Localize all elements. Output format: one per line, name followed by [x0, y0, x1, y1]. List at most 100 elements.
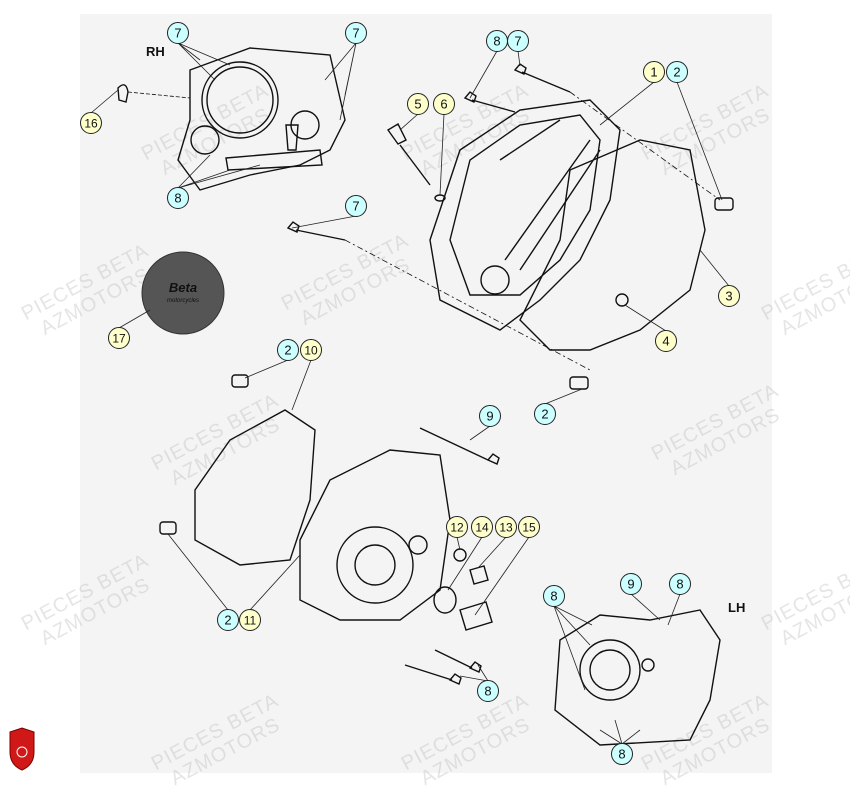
part-17-beta-cover: Beta motorcycles: [141, 251, 225, 335]
callout-9: 9: [620, 573, 642, 595]
callout-circle: [477, 680, 499, 702]
lh-side-label: LH: [728, 600, 746, 615]
callout-circle: [239, 609, 261, 631]
callout-8: 8: [486, 30, 508, 52]
callout-number: 7: [514, 34, 521, 49]
callout-circle: [507, 30, 529, 52]
callout-circle: [277, 339, 299, 361]
callout-circle: [167, 22, 189, 44]
dowel: [714, 197, 734, 211]
clutch-cover: [429, 99, 621, 331]
callout-circle: [479, 405, 501, 427]
callout-10: 10: [300, 339, 322, 361]
dowel: [569, 376, 589, 390]
callout-circle: [167, 187, 189, 209]
callout-number: 7: [352, 26, 359, 41]
callout-circle: [518, 516, 540, 538]
callout-number: 3: [725, 289, 732, 304]
callout-8: 8: [611, 743, 633, 765]
callout-2: 2: [277, 339, 299, 361]
callout-number: 8: [484, 684, 491, 699]
callout-circle: [534, 403, 556, 425]
rh-cover-gasket: [177, 47, 346, 191]
callout-6: 6: [433, 93, 455, 115]
callout-number: 12: [450, 521, 464, 535]
callout-number: 8: [676, 577, 683, 592]
callout-number: 7: [352, 199, 359, 214]
callout-number: 5: [414, 97, 421, 112]
callout-circle: [300, 339, 322, 361]
callout-7: 7: [167, 22, 189, 44]
callout-circle: [495, 516, 517, 538]
callout-number: 10: [304, 344, 318, 358]
callout-number: 2: [224, 613, 231, 628]
callout-circle: [718, 285, 740, 307]
callout-number: 2: [541, 407, 548, 422]
callout-circle: [643, 61, 665, 83]
callout-3: 3: [718, 285, 740, 307]
beta-logo-text: Beta: [169, 280, 197, 295]
part-4-seal: [615, 293, 629, 307]
callout-number: 17: [112, 332, 126, 346]
callout-circle: [471, 516, 493, 538]
callout-circle: [433, 93, 455, 115]
callout-number: 6: [440, 97, 447, 112]
callout-8: 8: [477, 680, 499, 702]
callout-number: 15: [522, 521, 536, 535]
clutch-cover-gasket: [519, 139, 706, 351]
callout-12: 12: [446, 516, 468, 538]
callout-circle: [217, 609, 239, 631]
callout-number: 2: [284, 343, 291, 358]
callout-circle: [620, 573, 642, 595]
dowel: [159, 521, 177, 535]
callout-circle: [407, 93, 429, 115]
callout-circle: [655, 330, 677, 352]
callout-1: 1: [643, 61, 665, 83]
part-5-sensor: [386, 123, 431, 186]
callout-circle: [80, 112, 102, 134]
callout-circle: [345, 22, 367, 44]
callout-8: 8: [543, 585, 565, 607]
callout-14: 14: [471, 516, 493, 538]
flywheel-cover: [299, 449, 451, 621]
callout-circle: [446, 516, 468, 538]
callout-circle: [666, 61, 688, 83]
callout-number: 13: [499, 521, 513, 535]
callout-15: 15: [518, 516, 540, 538]
bolts: [286, 63, 571, 685]
callout-number: 9: [486, 409, 493, 424]
part-16-fitting: [117, 84, 129, 103]
callout-5: 5: [407, 93, 429, 115]
callout-number: 9: [627, 577, 634, 592]
beta-logo-subtext: motorcycles: [167, 298, 199, 304]
callout-number: 1: [650, 65, 657, 80]
callout-7: 7: [345, 22, 367, 44]
callout-number: 11: [244, 614, 257, 628]
callout-8: 8: [167, 187, 189, 209]
callout-17: 17: [108, 327, 130, 349]
callout-number: 8: [618, 747, 625, 762]
callout-11: 11: [239, 609, 261, 631]
callout-13: 13: [495, 516, 517, 538]
callout-number: 4: [662, 334, 669, 349]
dowel: [231, 374, 249, 388]
callout-number: 14: [475, 521, 489, 535]
callout-2: 2: [534, 403, 556, 425]
callout-circle: [543, 585, 565, 607]
azmotors-shield-logo: [9, 727, 35, 771]
callout-circle: [669, 573, 691, 595]
flywheel-cover-gasket: [194, 409, 316, 566]
leader-lines: [90, 42, 730, 745]
callout-4: 4: [655, 330, 677, 352]
callout-number: 8: [550, 589, 557, 604]
callout-number: 7: [174, 26, 181, 41]
diagram-panel: [80, 14, 772, 773]
callout-9: 9: [479, 405, 501, 427]
callout-number: 16: [84, 117, 98, 131]
callout-2: 2: [666, 61, 688, 83]
callout-circle: [108, 327, 130, 349]
callout-8: 8: [669, 573, 691, 595]
callout-circle: [611, 743, 633, 765]
